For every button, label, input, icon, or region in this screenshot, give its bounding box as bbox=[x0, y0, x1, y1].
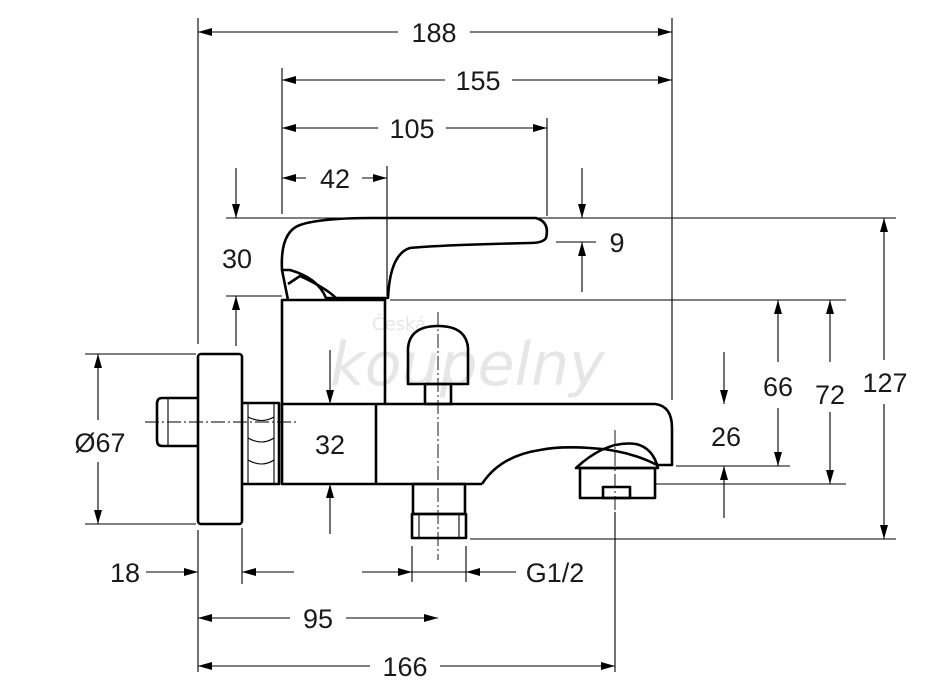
dimension-lines bbox=[94, 28, 888, 670]
label-diameter-67: Ø67 bbox=[74, 428, 125, 458]
eccentric-nut bbox=[242, 401, 281, 486]
label-g12: G1/2 bbox=[526, 558, 585, 588]
faucet-outline bbox=[155, 216, 674, 540]
label-105: 105 bbox=[389, 114, 434, 144]
aerator bbox=[578, 466, 657, 500]
label-30: 30 bbox=[222, 244, 252, 274]
label-18: 18 bbox=[110, 558, 140, 588]
label-166: 166 bbox=[382, 652, 427, 682]
label-72: 72 bbox=[815, 380, 845, 410]
bottom-outlet bbox=[411, 482, 467, 516]
label-95: 95 bbox=[303, 604, 333, 634]
bottom-outlet-thread bbox=[410, 512, 468, 540]
lever-base bbox=[287, 274, 337, 299]
label-32: 32 bbox=[315, 430, 345, 460]
dimension-labels: 188 155 105 42 30 9 Ø67 32 66 72 127 26 … bbox=[74, 18, 907, 682]
aerator-tip bbox=[601, 485, 632, 500]
center-lines bbox=[145, 312, 616, 560]
label-66: 66 bbox=[763, 372, 793, 402]
aerator-cap bbox=[574, 442, 660, 470]
body-lower bbox=[280, 404, 482, 486]
label-42: 42 bbox=[320, 164, 350, 194]
wall-flange bbox=[196, 352, 244, 526]
spout bbox=[385, 402, 674, 485]
lever-handle bbox=[280, 216, 549, 300]
label-155: 155 bbox=[455, 66, 500, 96]
label-26: 26 bbox=[711, 422, 741, 452]
extension-lines bbox=[85, 18, 896, 672]
label-188: 188 bbox=[411, 18, 456, 48]
label-127: 127 bbox=[862, 368, 907, 398]
label-9: 9 bbox=[609, 228, 624, 258]
